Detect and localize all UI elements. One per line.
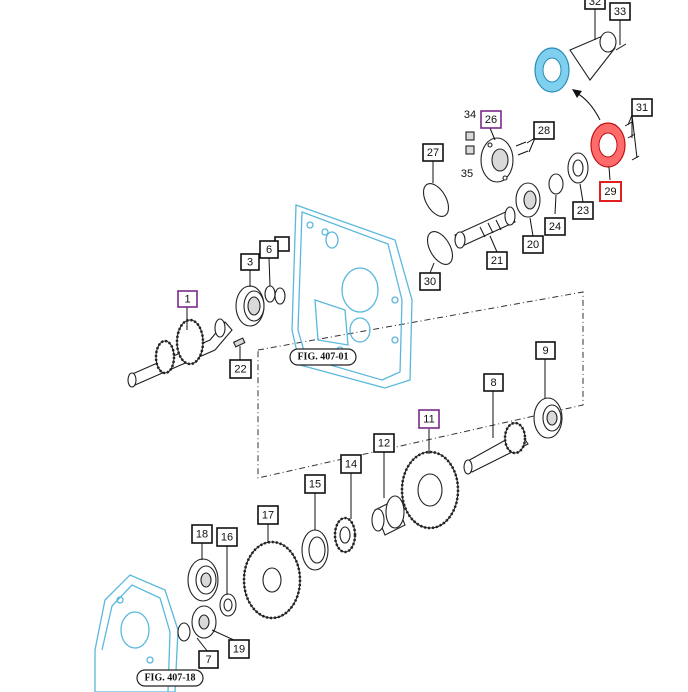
callout-6: 6	[259, 236, 290, 259]
svg-text:7: 7	[205, 654, 211, 666]
callout-18: 18	[191, 524, 213, 544]
part-9-bearing	[533, 397, 563, 439]
svg-text:FIG. 407-01: FIG. 407-01	[297, 351, 348, 362]
svg-text:6: 6	[266, 244, 272, 256]
callout-23: 23	[572, 201, 594, 220]
leader-lines	[186, 9, 638, 653]
part-7-ring	[177, 622, 191, 642]
part-20-bearing	[515, 182, 541, 218]
callout-3: 3	[240, 253, 260, 271]
svg-text:18: 18	[196, 528, 208, 540]
svg-text:22: 22	[234, 363, 246, 375]
svg-text:19: 19	[233, 643, 245, 655]
callout-7: 7	[198, 650, 219, 669]
callout-1: 1	[177, 290, 198, 308]
part-1-input-shaft	[127, 318, 233, 388]
callout-11: 11	[418, 409, 440, 429]
part-3-bearing	[235, 285, 265, 327]
part-16-spacer	[219, 593, 237, 617]
housing-407-18	[94, 574, 179, 692]
callout-21: 21	[486, 251, 508, 270]
svg-text:14: 14	[345, 458, 357, 470]
callout-31: 31	[631, 98, 653, 117]
part-8-shaft	[463, 421, 529, 475]
part-17-gear	[242, 540, 302, 620]
svg-text:28: 28	[538, 125, 550, 137]
svg-text:8: 8	[490, 377, 496, 389]
callout-17: 17	[257, 505, 279, 525]
callout-30: 30	[419, 272, 441, 291]
part-11-gear	[400, 450, 460, 530]
callout-19: 19	[228, 639, 250, 659]
svg-text:12: 12	[378, 437, 390, 449]
part-22-pin	[232, 337, 246, 348]
part-24-spacer	[548, 173, 564, 195]
svg-text:30: 30	[424, 276, 436, 288]
svg-text:27: 27	[427, 147, 439, 159]
part-30-o-ring	[426, 231, 454, 265]
svg-text:33: 33	[614, 6, 626, 18]
part-32-housing-seal	[534, 31, 617, 93]
callout-29: 29	[599, 181, 622, 202]
callout-24: 24	[544, 217, 566, 236]
arrow-head	[572, 89, 582, 98]
part-27-o-ring	[422, 183, 450, 217]
svg-text:21: 21	[491, 255, 503, 267]
svg-text:3: 3	[247, 256, 253, 268]
callout-28: 28	[533, 121, 555, 140]
callout-27: 27	[422, 143, 444, 162]
part-34-bolt	[465, 131, 475, 141]
svg-text:29: 29	[604, 186, 616, 198]
callout-22: 22	[229, 359, 252, 379]
part-28-screws	[515, 141, 527, 147]
label-34: 34	[464, 109, 476, 121]
part-33-bolt	[615, 43, 627, 51]
part-29-cover-highlighted	[590, 122, 626, 168]
fig-label-407-18: FIG. 407-18	[136, 669, 204, 687]
callout-12: 12	[373, 433, 395, 453]
callout-26: 26	[480, 110, 502, 129]
callout-20: 20	[522, 235, 544, 254]
svg-text:31: 31	[636, 102, 648, 114]
callout-14: 14	[340, 454, 362, 474]
svg-text:1: 1	[184, 293, 190, 305]
callout-9: 9	[535, 341, 556, 360]
part-26-cover	[480, 137, 514, 183]
callout-16: 16	[216, 527, 238, 547]
part-6-snap-rings	[264, 285, 286, 305]
label-35: 35	[461, 168, 473, 180]
svg-text:17: 17	[262, 509, 274, 521]
part-14-hub	[333, 516, 357, 554]
svg-text:15: 15	[309, 478, 321, 490]
replacement-arrow	[574, 91, 601, 121]
part-35-bolt	[465, 145, 475, 155]
callout-15: 15	[304, 474, 326, 494]
part-19-bearing	[191, 605, 217, 639]
svg-text:16: 16	[221, 531, 233, 543]
callout-33: 33	[609, 2, 631, 21]
svg-text:FIG. 407-18: FIG. 407-18	[144, 672, 195, 683]
part-15-sleeve	[301, 529, 329, 571]
svg-text:9: 9	[542, 345, 548, 357]
svg-text:32: 32	[589, 0, 601, 8]
part-21-shaft	[454, 206, 516, 249]
part-12-sleeve	[371, 495, 406, 536]
svg-text:24: 24	[549, 221, 561, 233]
part-23-seal	[567, 152, 589, 184]
svg-text:11: 11	[423, 413, 434, 425]
part-18-bearing	[187, 558, 219, 602]
svg-text:26: 26	[485, 114, 497, 126]
svg-text:20: 20	[527, 239, 539, 251]
svg-text:23: 23	[577, 205, 589, 217]
fig-label-407-01: FIG. 407-01	[289, 348, 357, 366]
callout-32: 32	[584, 0, 606, 10]
callout-8: 8	[483, 373, 504, 392]
subassembly-outline	[257, 291, 584, 479]
